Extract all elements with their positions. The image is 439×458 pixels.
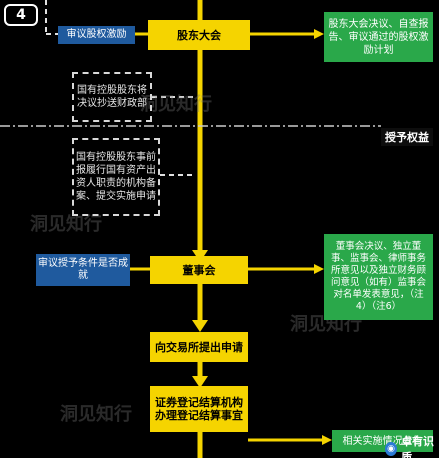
flow-arrow	[192, 320, 208, 332]
shareholders-meeting-output-note: 股东大会决议、自查报告、审议通过的股权激励计划	[324, 12, 433, 62]
shareholders-meeting-node: 股东大会	[148, 20, 250, 50]
watermark: 洞见知行	[140, 94, 212, 115]
watermark: 洞见知行	[60, 404, 132, 425]
step-number-badge: 4	[4, 4, 38, 26]
flow-arrow	[192, 376, 208, 388]
implementation-announcement-note: 相关实施情况公告	[332, 430, 433, 452]
source-footer: ◉ 卓有识质	[385, 433, 439, 458]
watermark: 洞见知行	[30, 214, 102, 235]
review-incentive-box: 审议股权激励	[58, 26, 135, 44]
flow-arrow	[322, 435, 332, 445]
state-owned-filing-note: 国有控股股东事前报履行国有资产出资人职责的机构备案、提交实施申请	[72, 138, 160, 216]
flow-arrow	[314, 264, 324, 274]
registration-settlement-node: 证券登记结算机构办理登记结算事宜	[150, 386, 248, 432]
resolution-filing-note: 国有控股股东将决议抄送财政部	[72, 72, 152, 122]
section-label-grant-equity: 授予权益	[381, 128, 433, 146]
board-output-note: 董事会决议、独立董事、监事会、律师事务所意见以及独立财务顾问意见（如有）监事会对…	[324, 234, 433, 320]
wechat-icon: ◉	[385, 442, 398, 456]
review-grant-conditions-box: 审议授予条件是否成就	[36, 254, 130, 286]
board-of-directors-node: 董事会	[150, 256, 248, 284]
exchange-application-node: 向交易所提出申请	[150, 332, 248, 362]
footer-text: 卓有识质	[401, 435, 435, 458]
flow-arrow	[314, 29, 324, 39]
